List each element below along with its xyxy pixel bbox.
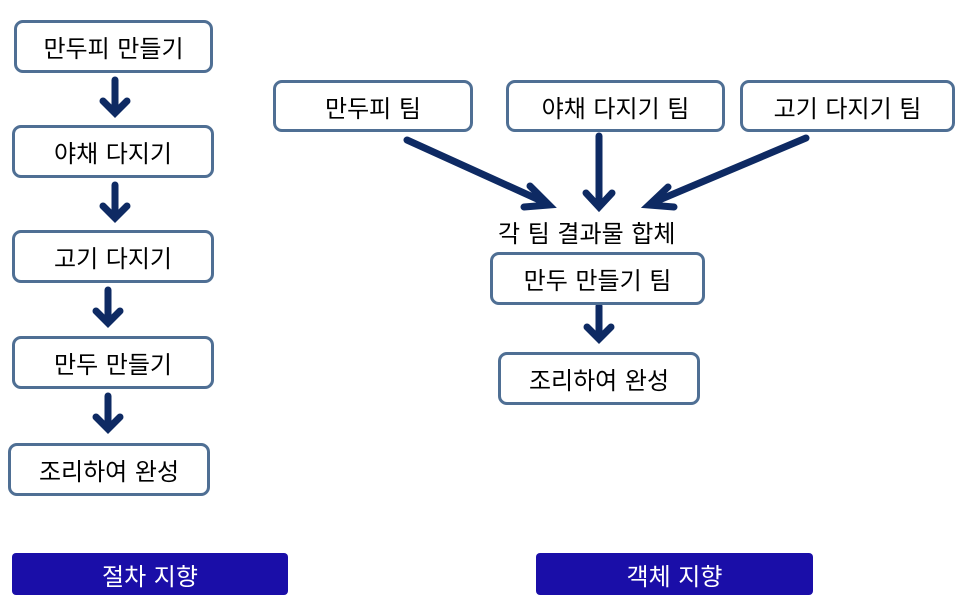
team-box-2-label: 야채 다지기 팀 <box>541 94 690 123</box>
procedural-step-3-label: 고기 다지기 <box>53 245 173 273</box>
procedural-step-3: 고기 다지기 <box>12 230 214 283</box>
arrow-team3-to-merge <box>640 134 810 211</box>
arrow-step4-to-step5 <box>92 392 124 434</box>
team-box-3-label: 고기 다지기 팀 <box>773 94 922 123</box>
arrow-step3-to-step4 <box>92 286 124 328</box>
arrow-assembly-to-final <box>583 302 615 344</box>
procedural-badge-label: 절차 지향 <box>102 562 198 591</box>
procedural-step-4-label: 만두 만들기 <box>53 351 173 379</box>
procedural-step-5: 조리하여 완성 <box>8 443 210 496</box>
procedural-badge: 절차 지향 <box>12 553 288 595</box>
procedural-step-2-label: 야채 다지기 <box>53 140 173 168</box>
arrow-team2-to-merge <box>582 132 616 213</box>
procedural-step-1: 만두피 만들기 <box>14 20 213 73</box>
procedural-step-4: 만두 만들기 <box>12 336 214 389</box>
team-box-2: 야채 다지기 팀 <box>506 80 725 132</box>
merge-label: 각 팀 결과물 합체 <box>498 220 676 248</box>
final-box: 조리하여 완성 <box>498 352 700 405</box>
procedural-step-5-label: 조리하여 완성 <box>38 458 180 486</box>
team-box-1: 만두피 팀 <box>273 80 473 132</box>
arrow-step1-to-step2 <box>99 76 131 118</box>
team-box-3: 고기 다지기 팀 <box>740 80 955 132</box>
procedural-step-1-label: 만두피 만들기 <box>43 35 184 63</box>
arrow-team1-to-merge <box>403 136 557 211</box>
object-oriented-badge: 객체 지향 <box>536 553 813 595</box>
assembly-team-box: 만두 만들기 팀 <box>490 252 705 305</box>
arrow-step2-to-step3 <box>99 181 131 223</box>
final-box-label: 조리하여 완성 <box>528 367 670 395</box>
object-oriented-badge-label: 객체 지향 <box>626 562 723 591</box>
assembly-team-label: 만두 만들기 팀 <box>523 267 672 295</box>
procedural-step-2: 야채 다지기 <box>12 125 214 178</box>
team-box-1-label: 만두피 팀 <box>325 94 421 123</box>
